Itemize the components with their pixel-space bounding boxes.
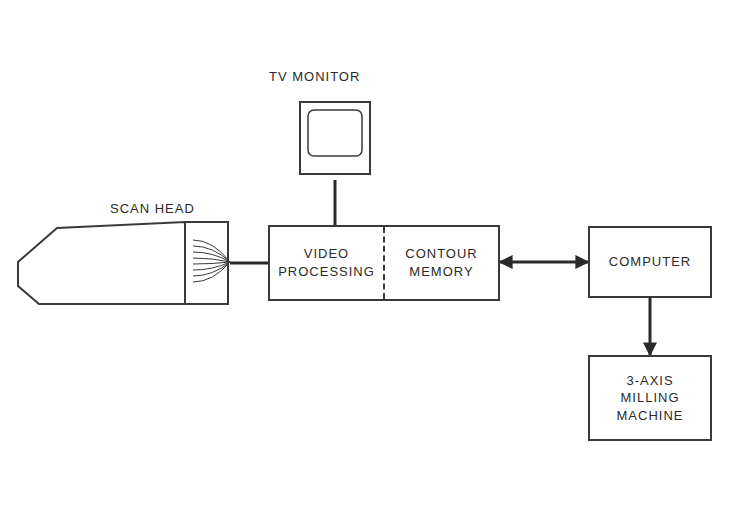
monitor-outline (275, 68, 395, 180)
scan-head: SCAN HEAD (15, 200, 230, 308)
process-box: COMPUTER (588, 226, 712, 298)
connector (230, 262, 268, 265)
connector (649, 298, 652, 355)
connector (334, 180, 337, 225)
node-label: TV MONITOR (269, 68, 395, 86)
node-label: SCAN HEAD (110, 200, 230, 218)
tv-monitor: TV MONITOR (275, 68, 395, 180)
processing-box: VIDEO PROCESSINGCONTOUR MEMORY (268, 225, 500, 301)
node-label: VIDEO PROCESSING (270, 227, 385, 299)
node-label: 3-AXIS MILLING MACHINE (596, 372, 704, 425)
node-label: CONTOUR MEMORY (385, 227, 498, 299)
connector (500, 261, 588, 264)
scan-head-outline (15, 200, 230, 308)
node-label: COMPUTER (596, 253, 704, 271)
process-box: 3-AXIS MILLING MACHINE (588, 355, 712, 441)
